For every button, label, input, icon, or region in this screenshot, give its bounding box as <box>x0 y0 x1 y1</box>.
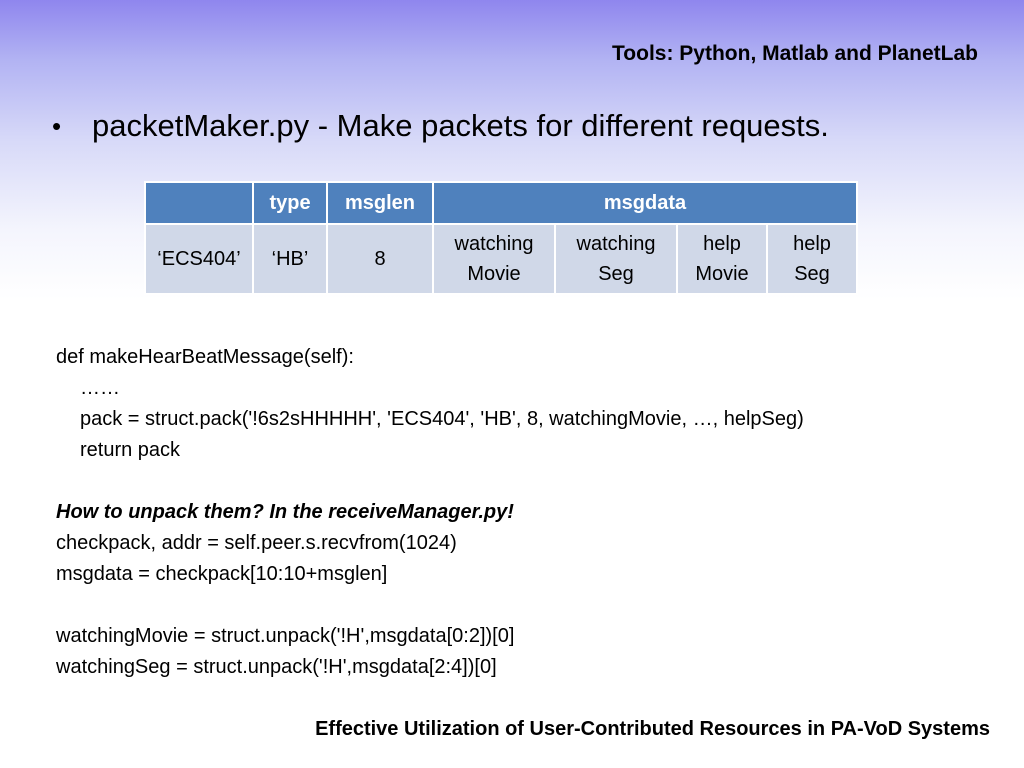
bullet-text: packetMaker.py - Make packets for differ… <box>92 108 829 143</box>
table-cell-msglen: 8 <box>326 223 434 295</box>
bullet-point: • packetMaker.py - Make packets for diff… <box>52 108 829 144</box>
bullet-icon: • <box>52 110 62 141</box>
code-line: watchingMovie = struct.unpack('!H',msgda… <box>56 625 515 647</box>
slide-header-title: Tools: Python, Matlab and PlanetLab <box>612 42 978 65</box>
code-line: checkpack, addr = self.peer.s.recvfrom(1… <box>56 532 457 554</box>
table-header-type: type <box>252 181 328 225</box>
packet-format-table: type msglen msgdata ‘ECS404’ ‘HB’ 8 watc… <box>144 181 858 295</box>
code-line: …… <box>80 377 120 399</box>
code-line-blank <box>56 590 804 621</box>
unpack-question: How to unpack them? In the receiveManage… <box>56 501 514 523</box>
code-line: msgdata = checkpack[10:10+msglen] <box>56 563 388 585</box>
slide-footer: Effective Utilization of User-Contribute… <box>315 718 990 740</box>
table-cell-type: ‘HB’ <box>252 223 328 295</box>
code-line-blank <box>56 466 804 497</box>
table-header-msglen: msglen <box>326 181 434 225</box>
code-line: watchingSeg = struct.unpack('!H',msgdata… <box>56 656 497 678</box>
table-header-row: type msglen msgdata <box>144 181 858 225</box>
code-line: def makeHearBeatMessage(self): <box>56 346 354 368</box>
table-cell-id: ‘ECS404’ <box>144 223 254 295</box>
code-block: def makeHearBeatMessage(self): …… pack =… <box>56 342 804 683</box>
table-header-cell-empty <box>144 181 254 225</box>
code-line: return pack <box>80 439 181 461</box>
table-header-msgdata: msgdata <box>432 181 858 225</box>
code-line: pack = struct.pack('!6s2sHHHHH', 'ECS404… <box>80 408 804 430</box>
